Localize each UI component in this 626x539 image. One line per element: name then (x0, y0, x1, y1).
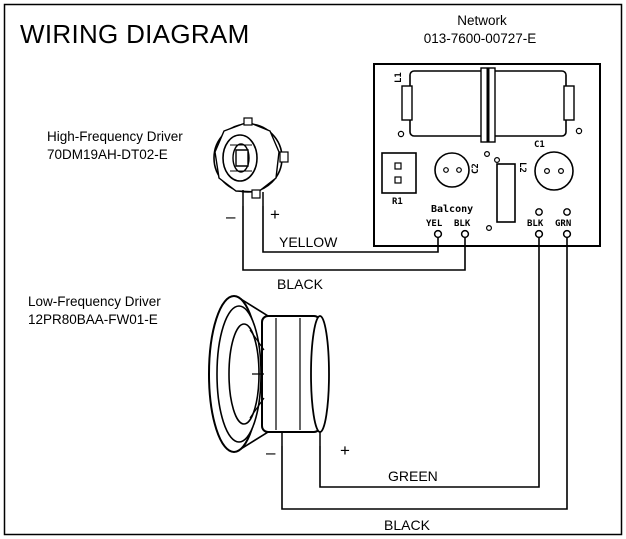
resistor-r1 (381, 152, 417, 194)
wire-yellow (262, 206, 439, 253)
terminal-yel (433, 229, 443, 239)
terminal-blk-lf-top (535, 208, 543, 216)
hf-driver-plus-sign: + (270, 205, 280, 224)
capacitor-c2 (434, 152, 470, 188)
mount-hole-center (484, 151, 491, 158)
hf-driver-dome (235, 149, 249, 167)
hf-driver-illustration (213, 117, 289, 206)
terminal-blk-lf (534, 229, 544, 239)
lf-driver-plus-sign: + (340, 441, 350, 460)
lf-driver-spokes (249, 329, 265, 419)
hf-driver-tab-right (279, 151, 289, 163)
lf-driver-name: Low-Frequency Driver (28, 294, 161, 309)
capacitor-c1-pin-a (543, 168, 550, 175)
inductor-l2 (496, 163, 516, 223)
hf-driver-tab-top (243, 117, 253, 126)
wires (242, 206, 568, 510)
label-l2: L2 (517, 162, 527, 173)
wire-label-black-hf: BLACK (277, 276, 324, 292)
network-name: Network (457, 13, 507, 28)
network-part-number: 013-7600-00727-E (424, 31, 537, 46)
hf-driver-minus-sign: – (226, 207, 236, 226)
wire-label-yellow: YELLOW (279, 234, 338, 250)
inductor-l1-end-left (401, 85, 413, 121)
hf-driver-name: High-Frequency Driver (47, 129, 183, 144)
label-blk-left: BLK (454, 219, 471, 229)
capacitor-c1-pin-b (557, 168, 564, 175)
network-board: L1 R1 C2 L2 C1 Balcony YEL BLK BLK GRN (373, 63, 601, 247)
mount-hole-left (397, 130, 405, 138)
l2-hole-bottom (486, 225, 493, 232)
label-c1: C1 (534, 140, 545, 150)
diagram-frame (3, 3, 623, 536)
wire-black-lf (281, 238, 568, 510)
hf-driver-part-number: 70DM19AH-DT02-E (47, 147, 168, 162)
resistor-r1-pin-bottom (394, 176, 402, 184)
label-r1: R1 (392, 197, 403, 207)
l2-hole (494, 157, 501, 164)
label-c2: C2 (471, 163, 481, 174)
capacitor-c2-pin-a (443, 167, 449, 173)
resistor-r1-pin-top (394, 162, 402, 170)
wire-label-green: GREEN (388, 468, 438, 484)
lf-driver-part-number: 12PR80BAA-FW01-E (28, 312, 158, 327)
label-grn: GRN (555, 219, 571, 229)
wire-green (319, 238, 540, 488)
capacitor-c2-pin-b (456, 167, 462, 173)
hf-driver-tab-bottom (251, 189, 261, 199)
terminal-grn (562, 229, 572, 239)
wire-black-hf (242, 206, 466, 271)
lf-driver-minus-sign: – (266, 443, 276, 462)
lf-driver-magnet-back (310, 315, 330, 433)
label-blk-right: BLK (527, 219, 544, 229)
mount-hole-right (575, 127, 583, 135)
lf-driver-illustration (208, 295, 330, 453)
terminal-grn-top (563, 208, 571, 216)
inductor-l1-end-right (563, 85, 575, 121)
label-yel: YEL (426, 219, 443, 229)
wire-label-black-lf: BLACK (384, 517, 431, 533)
terminal-blk-hf (460, 229, 470, 239)
diagram-title: WIRING DIAGRAM (20, 19, 250, 49)
label-l1: L1 (394, 72, 404, 83)
capacitor-c1 (534, 151, 574, 191)
label-balcony: Balcony (431, 204, 473, 215)
